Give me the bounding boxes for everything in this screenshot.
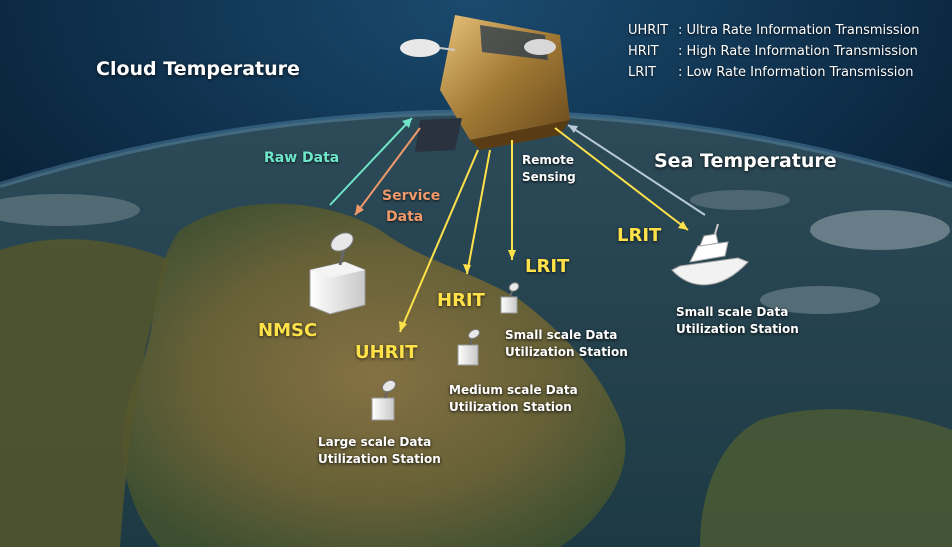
remote-sensing-label: Remote Sensing [522,153,576,184]
legend-item-lrit: LRIT: Low Rate Information Transmission [628,65,914,80]
cloud-temperature-label: Cloud Temperature [96,58,300,80]
nmsc-station-icon [309,232,366,315]
service-data-label: Service Data [382,188,441,225]
raw-data-label: Raw Data [264,150,340,166]
raw-data-arrow [329,117,413,206]
large-station-icon [371,379,397,421]
satellite [400,15,570,152]
legend-item-hrit: HRIT: High Rate Information Transmission [628,44,918,59]
uhrit-arrow [399,149,479,333]
legend-item-uhrit: UHRIT: Ultra Rate Information Transmissi… [628,23,920,38]
medium-station-label: Medium scale Data Utilization Station [449,383,578,414]
small-land-station-label: Small scale Data Utilization Station [505,328,628,359]
small-land-station-icon [500,282,520,314]
sea-temperature-label: Sea Temperature [654,150,837,172]
lrit-land-label: LRIT [525,256,570,277]
uhrit-label: UHRIT [355,342,418,363]
service-data-arrow [354,127,421,216]
hrit-arrow [466,149,491,275]
legend: UHRIT: Ultra Rate Information Transmissi… [628,20,919,83]
lrit-ship-label: LRIT [617,225,662,246]
medium-station-icon [457,328,481,366]
nmsc-label: NMSC [258,320,318,341]
large-station-label: Large scale Data Utilization Station [318,435,441,466]
lrit-ship-arrow [554,127,689,231]
ship-icon [671,223,749,286]
sea-temperature-arrow [567,124,706,216]
small-ship-station-label: Small scale Data Utilization Station [676,305,799,336]
hrit-label: HRIT [437,290,485,311]
